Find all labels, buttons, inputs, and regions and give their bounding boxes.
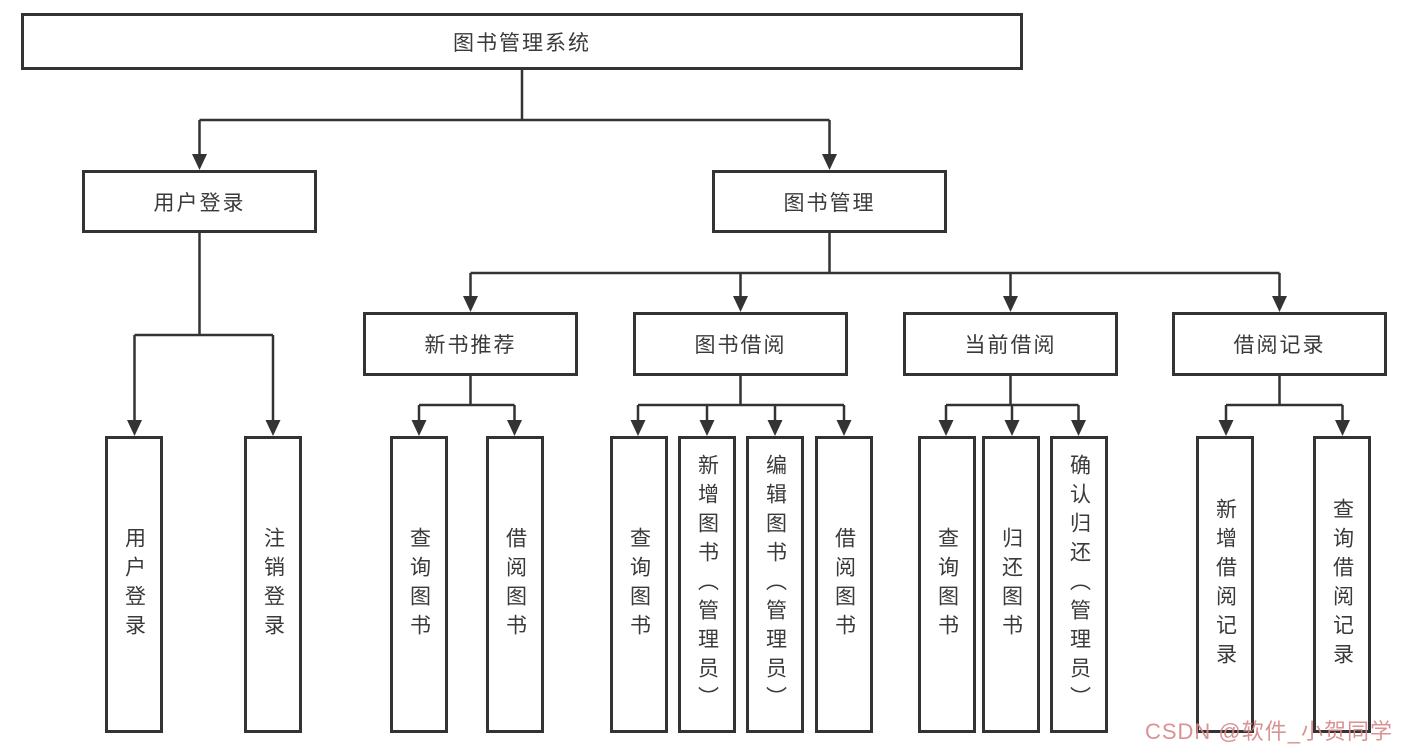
node-label: 查询图书 [627, 526, 651, 643]
arrow-down-icon [265, 420, 281, 436]
node-label: 新增借阅记录 [1213, 497, 1237, 672]
node-label: 借阅图书 [832, 526, 856, 643]
arrow-down-icon [1335, 420, 1350, 436]
leaf-return-books: 归还图书 [982, 436, 1040, 733]
leaf-query-books-1: 查询图书 [390, 436, 448, 733]
node-label: 查询图书 [407, 526, 431, 643]
leaf-add-books-admin: 新增图书（管理员） [678, 436, 736, 733]
arrow-down-icon [463, 296, 478, 312]
arrow-down-icon [1218, 420, 1234, 436]
node-label: 借阅记录 [1233, 334, 1326, 357]
node-label: 图书借阅 [694, 334, 787, 357]
node-label: 编辑图书（管理员） [763, 454, 787, 715]
leaf-add-borrow-record: 新增借阅记录 [1196, 436, 1254, 733]
arrow-down-icon [127, 420, 142, 436]
arrow-down-icon [507, 420, 522, 436]
arrow-down-icon [1004, 420, 1020, 436]
leaf-edit-books-admin: 编辑图书（管理员） [746, 436, 804, 733]
arrow-down-icon [630, 420, 646, 436]
node-label: 确认归还（管理员） [1067, 454, 1091, 715]
arrow-down-icon [822, 154, 837, 170]
node-borrowing-records: 借阅记录 [1172, 312, 1387, 376]
node-label: 归还图书 [999, 526, 1023, 643]
leaf-logout: 注销登录 [244, 436, 302, 733]
leaf-query-books-2: 查询图书 [610, 436, 668, 733]
leaf-user-login: 用户登录 [105, 436, 163, 733]
node-current-borrowing: 当前借阅 [903, 312, 1118, 376]
node-label: 新增图书（管理员） [695, 454, 719, 715]
arrow-down-icon [411, 420, 427, 436]
node-label: 当前借阅 [964, 334, 1057, 357]
node-label: 用户登录 [153, 191, 246, 215]
node-label: 查询借阅记录 [1330, 497, 1354, 672]
leaf-query-books-3: 查询图书 [918, 436, 976, 733]
node-label: 用户登录 [122, 526, 146, 643]
arrow-down-icon [767, 420, 783, 436]
arrow-down-icon [1071, 420, 1086, 436]
node-new-book-recommend: 新书推荐 [363, 312, 578, 376]
node-book-management-system: 图书管理系统 [21, 13, 1023, 70]
watermark: CSDN @软件_小贺同学 [1144, 719, 1393, 744]
arrow-down-icon [1272, 296, 1287, 312]
node-label: 新书推荐 [424, 334, 517, 357]
node-book-management-group: 图书管理 [712, 170, 947, 233]
leaf-borrow-books-2: 借阅图书 [815, 436, 873, 733]
node-label: 图书管理 [783, 191, 876, 215]
leaf-query-borrow-record: 查询借阅记录 [1313, 436, 1371, 733]
leaf-borrow-books-1: 借阅图书 [486, 436, 544, 733]
node-label: 图书管理系统 [453, 31, 591, 55]
node-label: 查询图书 [935, 526, 959, 643]
node-user-login-group: 用户登录 [82, 170, 317, 233]
arrow-down-icon [938, 420, 954, 436]
node-book-borrowing: 图书借阅 [633, 312, 848, 376]
leaf-confirm-return-admin: 确认归还（管理员） [1050, 436, 1108, 733]
arrow-down-icon [699, 420, 715, 436]
node-label: 注销登录 [261, 526, 285, 643]
arrow-down-icon [733, 296, 748, 312]
arrow-down-icon [192, 154, 207, 170]
arrow-down-icon [836, 420, 852, 436]
arrow-down-icon [1003, 296, 1018, 312]
node-label: 借阅图书 [503, 526, 527, 643]
